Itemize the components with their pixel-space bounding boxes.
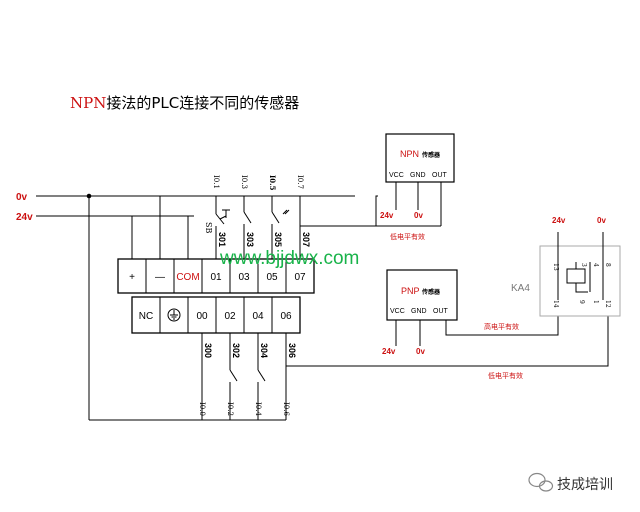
rail-24v-label: 24v [16,212,33,223]
relay-24v: 24v [552,216,566,225]
switch-304 [257,369,266,382]
wire-303: 303 [245,232,255,247]
wire-302: 302 [231,343,241,358]
power-rails: 0v 24v [16,192,355,420]
sb-pushbutton [215,209,230,225]
npn-sensor-name: NPN [400,149,419,159]
npn-24v: 24v [380,211,394,220]
relay-pin-4: 4 [592,263,599,267]
relay-pin-12: 12 [604,300,611,308]
pnp-0v: 0v [416,347,425,356]
cell-06: 06 [280,311,292,322]
pnp-note: 高电平有效 [484,322,519,331]
relay-label: KA4 [511,283,530,294]
npn-pin-gnd: GND [410,172,426,179]
pnp-24v: 24v [382,347,396,356]
relay-note: 低电平有效 [488,371,523,380]
input-i00: I0.0 [198,402,206,416]
relay-pin-3: 3 [580,263,587,267]
cell-07: 07 [294,272,306,283]
switch-303 [243,211,252,224]
footer-brand: 技成培训 [528,472,613,493]
input-i02: I0.2 [226,402,234,416]
pnp-sensor-suffix: 传感器 [421,288,441,296]
diagram-title: NPN接法的PLC连接不同的传感器 [70,94,299,112]
wire-301: 301 [217,232,227,247]
switch-302 [229,369,238,382]
relay-pin-9: 9 [578,300,585,304]
npn-sensor-suffix: 传感器 [421,151,441,159]
pnp-pin-vcc: VCC [390,308,405,315]
pnp-pin-out: OUT [433,308,449,315]
footer-brand-text: 技成培训 [557,477,613,493]
ground-icon [167,308,181,322]
wire-307: 307 [301,232,311,247]
cell-01: 01 [210,272,222,283]
relay-pin-8: 8 [604,263,611,267]
wire-305: 305 [273,232,283,247]
cell-plus: + [129,272,135,283]
input-i03: I0.3 [240,175,248,189]
wire-306: 306 [287,343,297,358]
title-prefix: NPN [70,94,106,112]
input-i01: I0.1 [212,175,220,189]
input-i05: I0.5 [268,175,277,191]
top-input-wires [215,195,378,259]
cell-03: 03 [238,272,250,283]
relay-pin-13: 13 [552,263,559,271]
pnp-pin-gnd: GND [411,308,427,315]
input-i04: I0.4 [254,402,262,416]
input-i06: I0.6 [282,402,290,416]
pnp-sensor-name: PNP [401,286,420,296]
cell-00: 00 [196,311,208,322]
input-i07: I0.7 [296,175,304,189]
cell-05: 05 [266,272,278,283]
cell-minus: — [155,272,165,283]
rail-0v-label: 0v [16,192,28,203]
wire-304: 304 [259,343,269,358]
watermark: www.bjjdwx.com [219,248,359,269]
switch-305 [271,209,290,224]
relay-ka4: KA4 24v 0v 13 3 4 8 14 9 1 12 [511,216,621,317]
wechat-icon [528,472,554,492]
relay-0v: 0v [597,216,606,225]
cell-com: COM [176,272,199,283]
wire-300: 300 [203,343,213,358]
npn-0v: 0v [414,211,423,220]
plc-terminal-block: + — COM 01 03 05 07 NC 00 02 04 06 [117,258,315,334]
npn-pin-vcc: VCC [389,172,404,179]
pnp-sensor: PNP 传感器 VCC GND OUT 24v 0v 高电平有效 [382,269,559,356]
title-rest: 接法的PLC连接不同的传感器 [106,94,299,112]
terminal-row-top [117,258,315,294]
relay-pin-14: 14 [552,300,559,308]
npn-note: 低电平有效 [390,232,425,241]
npn-pin-out: OUT [432,172,448,179]
bottom-input-wires [89,313,609,421]
cell-04: 04 [252,311,264,322]
cell-nc: NC [139,311,153,322]
cell-02: 02 [224,311,236,322]
relay-pin-1: 1 [592,300,599,304]
npn-sensor: NPN 传感器 VCC GND OUT 24v 0v 低电平有效 [376,133,455,241]
sb-label: SB [204,222,213,233]
